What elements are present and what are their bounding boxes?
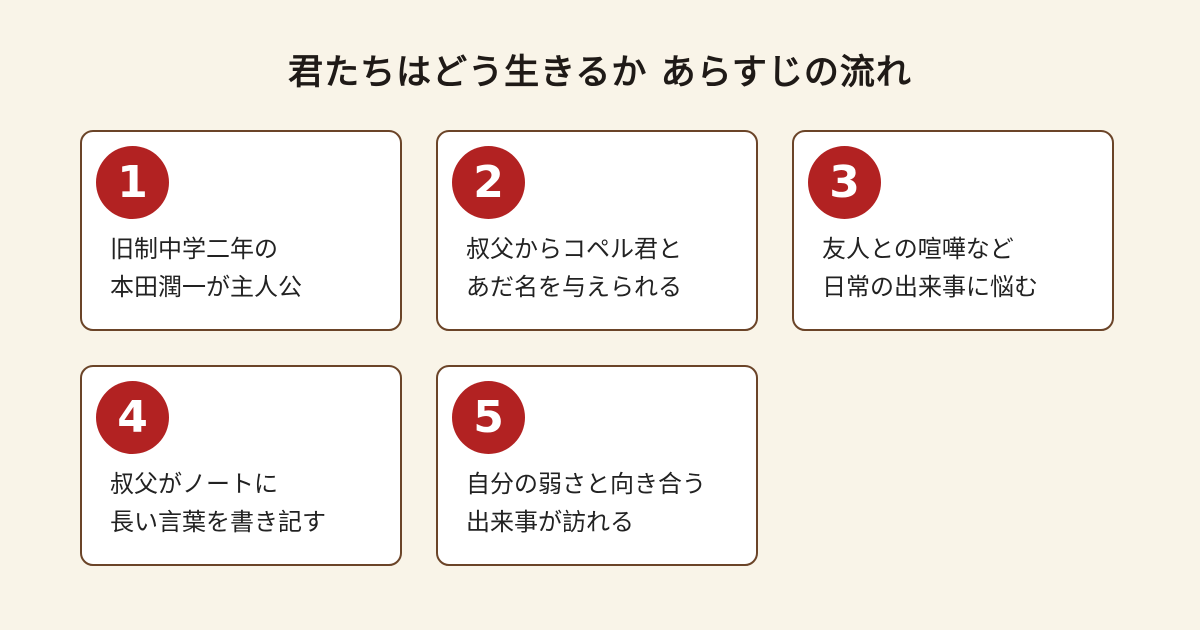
step-number-badge: 3	[808, 146, 881, 219]
step-card-3: 3 友人との喧嘩など 日常の出来事に悩む	[792, 130, 1114, 331]
step-text-line: 自分の弱さと向き合う	[466, 470, 706, 498]
step-description: 叔父がノートに 長い言葉を書き記す	[110, 465, 390, 541]
step-description: 友人との喧嘩など 日常の出来事に悩む	[822, 230, 1102, 306]
step-card-4: 4 叔父がノートに 長い言葉を書き記す	[80, 365, 402, 566]
step-text-line: 日常の出来事に悩む	[822, 273, 1038, 301]
step-number-badge: 1	[96, 146, 169, 219]
step-card-2: 2 叔父からコペル君と あだ名を与えられる	[436, 130, 758, 331]
step-number-badge: 2	[452, 146, 525, 219]
step-text-line: 叔父からコペル君と	[466, 235, 682, 263]
step-description: 叔父からコペル君と あだ名を与えられる	[466, 230, 746, 306]
step-number-badge: 5	[452, 381, 525, 454]
step-text-line: 旧制中学二年の	[110, 235, 278, 263]
step-text-line: 長い言葉を書き記す	[110, 508, 326, 536]
step-text-line: 出来事が訪れる	[466, 508, 634, 536]
step-description: 自分の弱さと向き合う 出来事が訪れる	[466, 465, 746, 541]
step-text-line: 友人との喧嘩など	[822, 235, 1014, 263]
step-description: 旧制中学二年の 本田潤一が主人公	[110, 230, 390, 306]
page-title: 君たちはどう生きるか あらすじの流れ	[288, 53, 912, 93]
step-number-badge: 4	[96, 381, 169, 454]
step-text-line: 本田潤一が主人公	[110, 273, 302, 301]
step-text-line: 叔父がノートに	[110, 470, 278, 498]
step-card-1: 1 旧制中学二年の 本田潤一が主人公	[80, 130, 402, 331]
step-card-5: 5 自分の弱さと向き合う 出来事が訪れる	[436, 365, 758, 566]
step-text-line: あだ名を与えられる	[466, 273, 682, 301]
